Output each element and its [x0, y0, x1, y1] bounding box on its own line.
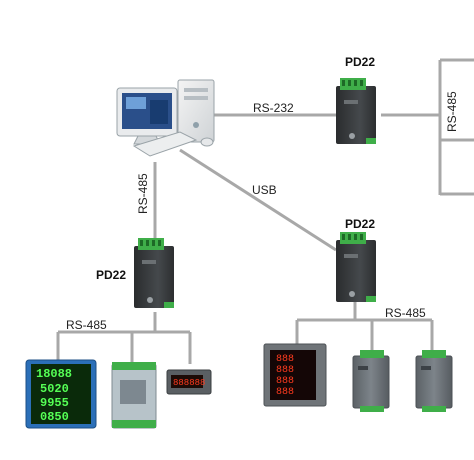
right-meter-line-2: 888 [276, 365, 294, 376]
left-meter-line-3: 9955 [40, 396, 69, 410]
left-meter-line-2: 5020 [40, 382, 69, 396]
usb-line [179, 148, 337, 252]
rs485-left-vertical-label: RS-485 [136, 173, 150, 214]
right-meter-line-4: 888 [276, 387, 294, 398]
panel-indicator: 888888 [166, 369, 212, 395]
pd22-left-label: PD22 [96, 268, 127, 282]
rs485-left-bus-label: RS-485 [66, 318, 107, 332]
left-meter-line-1: 18088 [36, 367, 72, 381]
rs485-right-bus-label: RS-485 [385, 306, 426, 320]
pd22-top-label: PD22 [345, 55, 376, 69]
usb-label: USB [252, 183, 277, 197]
computer-icon [116, 79, 215, 157]
right-meter-line-1: 888 [276, 354, 294, 365]
panel-indicator-display: 888888 [173, 378, 205, 388]
transducer-mid-1 [352, 350, 390, 412]
pd22-mid-label: PD22 [345, 217, 376, 231]
pd22-device-mid [336, 232, 376, 302]
connection-lines [56, 58, 474, 364]
pd22-device-top [336, 78, 376, 144]
left-meter-line-4: 0850 [40, 410, 69, 424]
din-rail-transducer-left [111, 362, 157, 429]
rs485-right-vertical-label: RS-485 [445, 91, 459, 132]
power-meter-left: 18088 5020 9955 0850 [25, 359, 97, 429]
transducer-mid-2 [415, 350, 453, 412]
power-meter-right: 888 888 888 888 [263, 343, 327, 407]
rs232-label: RS-232 [253, 101, 294, 115]
right-meter-line-3: 888 [276, 376, 294, 387]
pd22-device-left [134, 238, 174, 308]
